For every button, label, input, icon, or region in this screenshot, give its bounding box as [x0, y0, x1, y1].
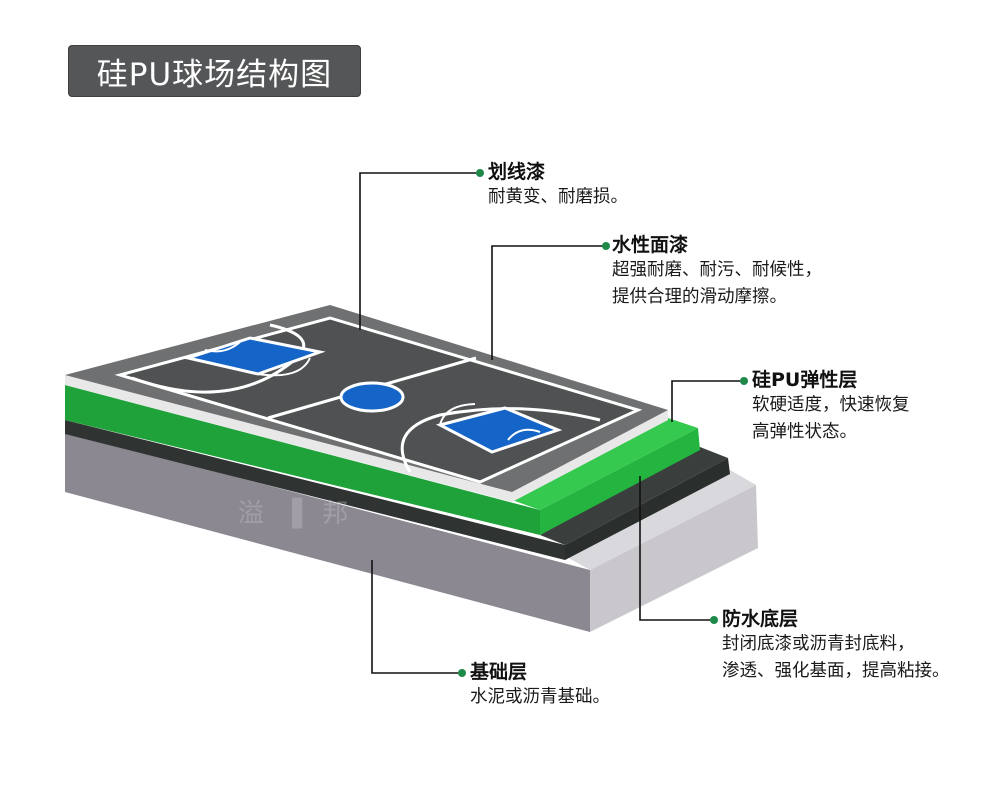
leader-line-paint: [359, 172, 478, 330]
callout-desc: 水泥或沥青基础。: [470, 687, 610, 707]
dot-foundation: [458, 669, 466, 677]
leader-lines: [359, 172, 742, 674]
waterproof-layer-top: [540, 447, 728, 545]
right-restricted-arc: [507, 428, 541, 441]
pu-layer-side: [540, 428, 700, 535]
callout-desc: 软硬适度，快速恢复: [752, 395, 910, 415]
callout-desc: 耐黄变、耐磨损。: [488, 187, 628, 207]
leader-silicon-pu: [671, 380, 742, 422]
watermark: 溢 ▌邦: [238, 499, 359, 529]
left-free-throw-arc: [257, 357, 311, 377]
base-layer-front: [65, 432, 590, 632]
left-restricted-arc: [204, 341, 241, 353]
page-title: 硅PU球场结构图: [96, 56, 333, 93]
pu-layer-top: [512, 418, 698, 510]
leader-foundation: [371, 560, 460, 674]
callout-desc: 封闭底漆或沥青封底料，: [722, 634, 915, 654]
callout-title: 水性面漆: [612, 234, 689, 256]
waterproof-layer-side: [565, 458, 730, 560]
base-layer-side: [590, 485, 758, 632]
left-three-point-arc: [131, 323, 306, 394]
base-layer-top: [565, 470, 756, 570]
callout-title: 防水底层: [722, 608, 799, 630]
waterproof-layer-front: [65, 420, 565, 560]
leader-water-topcoat: [491, 245, 604, 360]
right-free-throw-arc: [439, 403, 476, 426]
pu-layer-front: [65, 385, 540, 535]
callout-desc: 高弹性状态。: [752, 422, 857, 442]
leader-dots: [458, 169, 748, 677]
right-key: [435, 406, 563, 454]
center-circle: [339, 381, 405, 413]
callout-title: 硅PU弹性层: [752, 369, 858, 391]
left-key: [182, 336, 326, 376]
dot-water-topcoat: [602, 242, 610, 250]
callout-silicon-pu-layer: 硅PU弹性层 软硬适度，快速恢复 高弹性状态。: [752, 368, 910, 446]
leader-waterproof: [639, 476, 712, 621]
callout-foundation: 基础层 水泥或沥青基础。: [470, 660, 610, 711]
dot-line-paint: [476, 169, 484, 177]
callout-title: 基础层: [470, 661, 528, 683]
callout-desc: 渗透、强化基面，提高粘接。: [722, 661, 950, 681]
callout-desc: 超强耐磨、耐污、耐候性，: [612, 260, 822, 280]
callout-title: 划线漆: [488, 161, 546, 183]
title-banner: 硅PU球场结构图: [68, 45, 361, 97]
dot-waterproof: [710, 616, 718, 624]
callout-waterproof-base: 防水底层 封闭底漆或沥青封底料， 渗透、强化基面，提高粘接。: [722, 607, 950, 685]
callout-line-paint: 划线漆 耐黄变、耐磨损。: [488, 160, 628, 211]
dot-silicon-pu: [740, 377, 748, 385]
callout-water-topcoat: 水性面漆 超强耐磨、耐污、耐候性， 提供合理的滑动摩擦。: [612, 233, 822, 311]
callout-desc: 提供合理的滑动摩擦。: [612, 287, 787, 307]
